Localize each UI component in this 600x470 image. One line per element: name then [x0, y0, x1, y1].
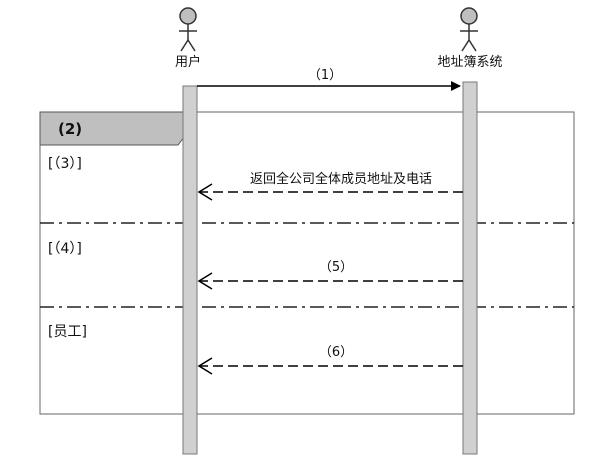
user-actor-label: 用户	[175, 54, 201, 70]
return-5-label: （5）	[319, 260, 353, 275]
return-all-arrowhead	[197, 183, 213, 201]
system-actor-icon	[460, 7, 478, 52]
user-actor-icon	[179, 7, 197, 52]
system-lifeline	[462, 81, 478, 455]
fragment-label: (2)	[58, 120, 82, 138]
return-5-arrowhead	[197, 272, 213, 290]
user-lifeline	[182, 85, 198, 455]
return-6-label: （6）	[319, 345, 353, 360]
guard-label-2: [（4）]	[48, 241, 82, 257]
guard-label-1: [（3）]	[48, 156, 82, 172]
message-1-label: （1）	[308, 68, 342, 83]
system-actor-label: 地址簿系统	[437, 55, 502, 70]
alt-fragment-frame	[39, 111, 575, 415]
guard-label-3: [员工]	[48, 324, 87, 340]
return-all-label: 返回全公司全体成员地址及电话	[250, 171, 432, 187]
return-6-arrowhead	[197, 357, 213, 375]
